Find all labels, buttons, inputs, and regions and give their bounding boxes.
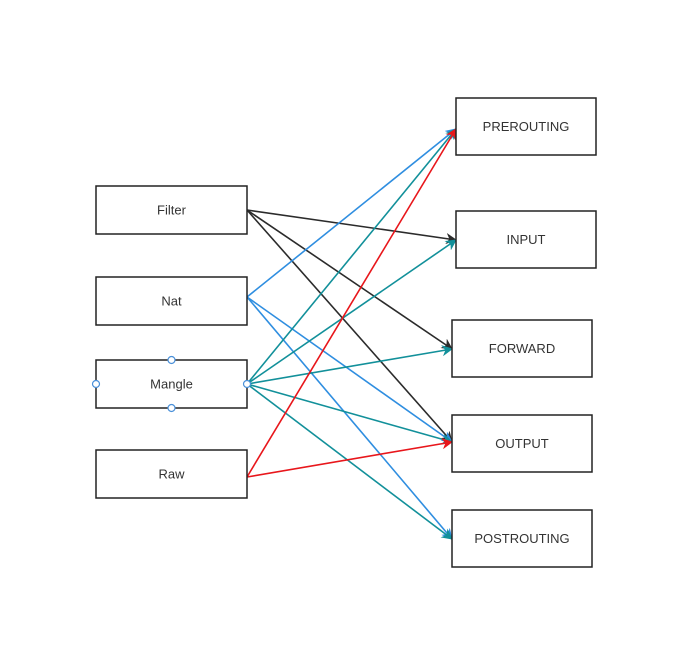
arrow-nat-to-output[interactable] <box>246 296 453 443</box>
arrow-mangle-to-input[interactable] <box>246 239 457 385</box>
arrow-mangle-to-prerouting[interactable] <box>246 128 457 385</box>
arrow-nat-to-postrouting[interactable] <box>246 296 453 540</box>
arrow-raw-to-prerouting[interactable] <box>246 128 457 478</box>
nodes: Filter Nat Mangle Raw PREROUTING INPUT F… <box>95 97 597 568</box>
arrow-mangle-to-forward[interactable] <box>246 345 454 385</box>
table-label-nat: Nat <box>161 294 182 309</box>
resize-handle-right[interactable] <box>242 379 252 389</box>
table-node-mangle[interactable]: Mangle <box>95 359 248 409</box>
table-label-filter: Filter <box>157 203 187 218</box>
chain-node-prerouting[interactable]: PREROUTING <box>455 97 597 156</box>
chain-label-postrouting: POSTROUTING <box>474 531 569 546</box>
chain-label-input: INPUT <box>507 232 546 247</box>
resize-handle-bottom[interactable] <box>167 403 176 413</box>
arrow-filter-to-output[interactable] <box>246 209 453 443</box>
resize-handle-top[interactable] <box>167 355 176 365</box>
chain-node-output[interactable]: OUTPUT <box>451 414 593 473</box>
arrow-mangle-to-postrouting[interactable] <box>246 383 453 540</box>
arrow-mangle-to-output[interactable] <box>246 383 454 445</box>
selection-handles <box>91 355 252 413</box>
table-node-nat[interactable]: Nat <box>95 276 248 326</box>
table-node-filter[interactable]: Filter <box>95 185 248 235</box>
table-label-mangle: Mangle <box>150 377 193 392</box>
arrow-nat-to-prerouting[interactable] <box>246 128 457 298</box>
chain-label-prerouting: PREROUTING <box>483 119 570 134</box>
chain-label-output: OUTPUT <box>495 436 549 451</box>
table-label-raw: Raw <box>158 467 185 482</box>
arrow-raw-to-output[interactable] <box>246 438 454 478</box>
arrow-filter-to-forward[interactable] <box>246 209 453 350</box>
table-node-raw[interactable]: Raw <box>95 449 248 499</box>
arrow-filter-to-input[interactable] <box>246 209 458 245</box>
resize-handle-left[interactable] <box>91 379 101 389</box>
chain-node-forward[interactable]: FORWARD <box>451 319 593 378</box>
chain-node-postrouting[interactable]: POSTROUTING <box>451 509 593 568</box>
chain-node-input[interactable]: INPUT <box>455 210 597 269</box>
chain-label-forward: FORWARD <box>489 341 555 356</box>
connections <box>246 128 458 540</box>
